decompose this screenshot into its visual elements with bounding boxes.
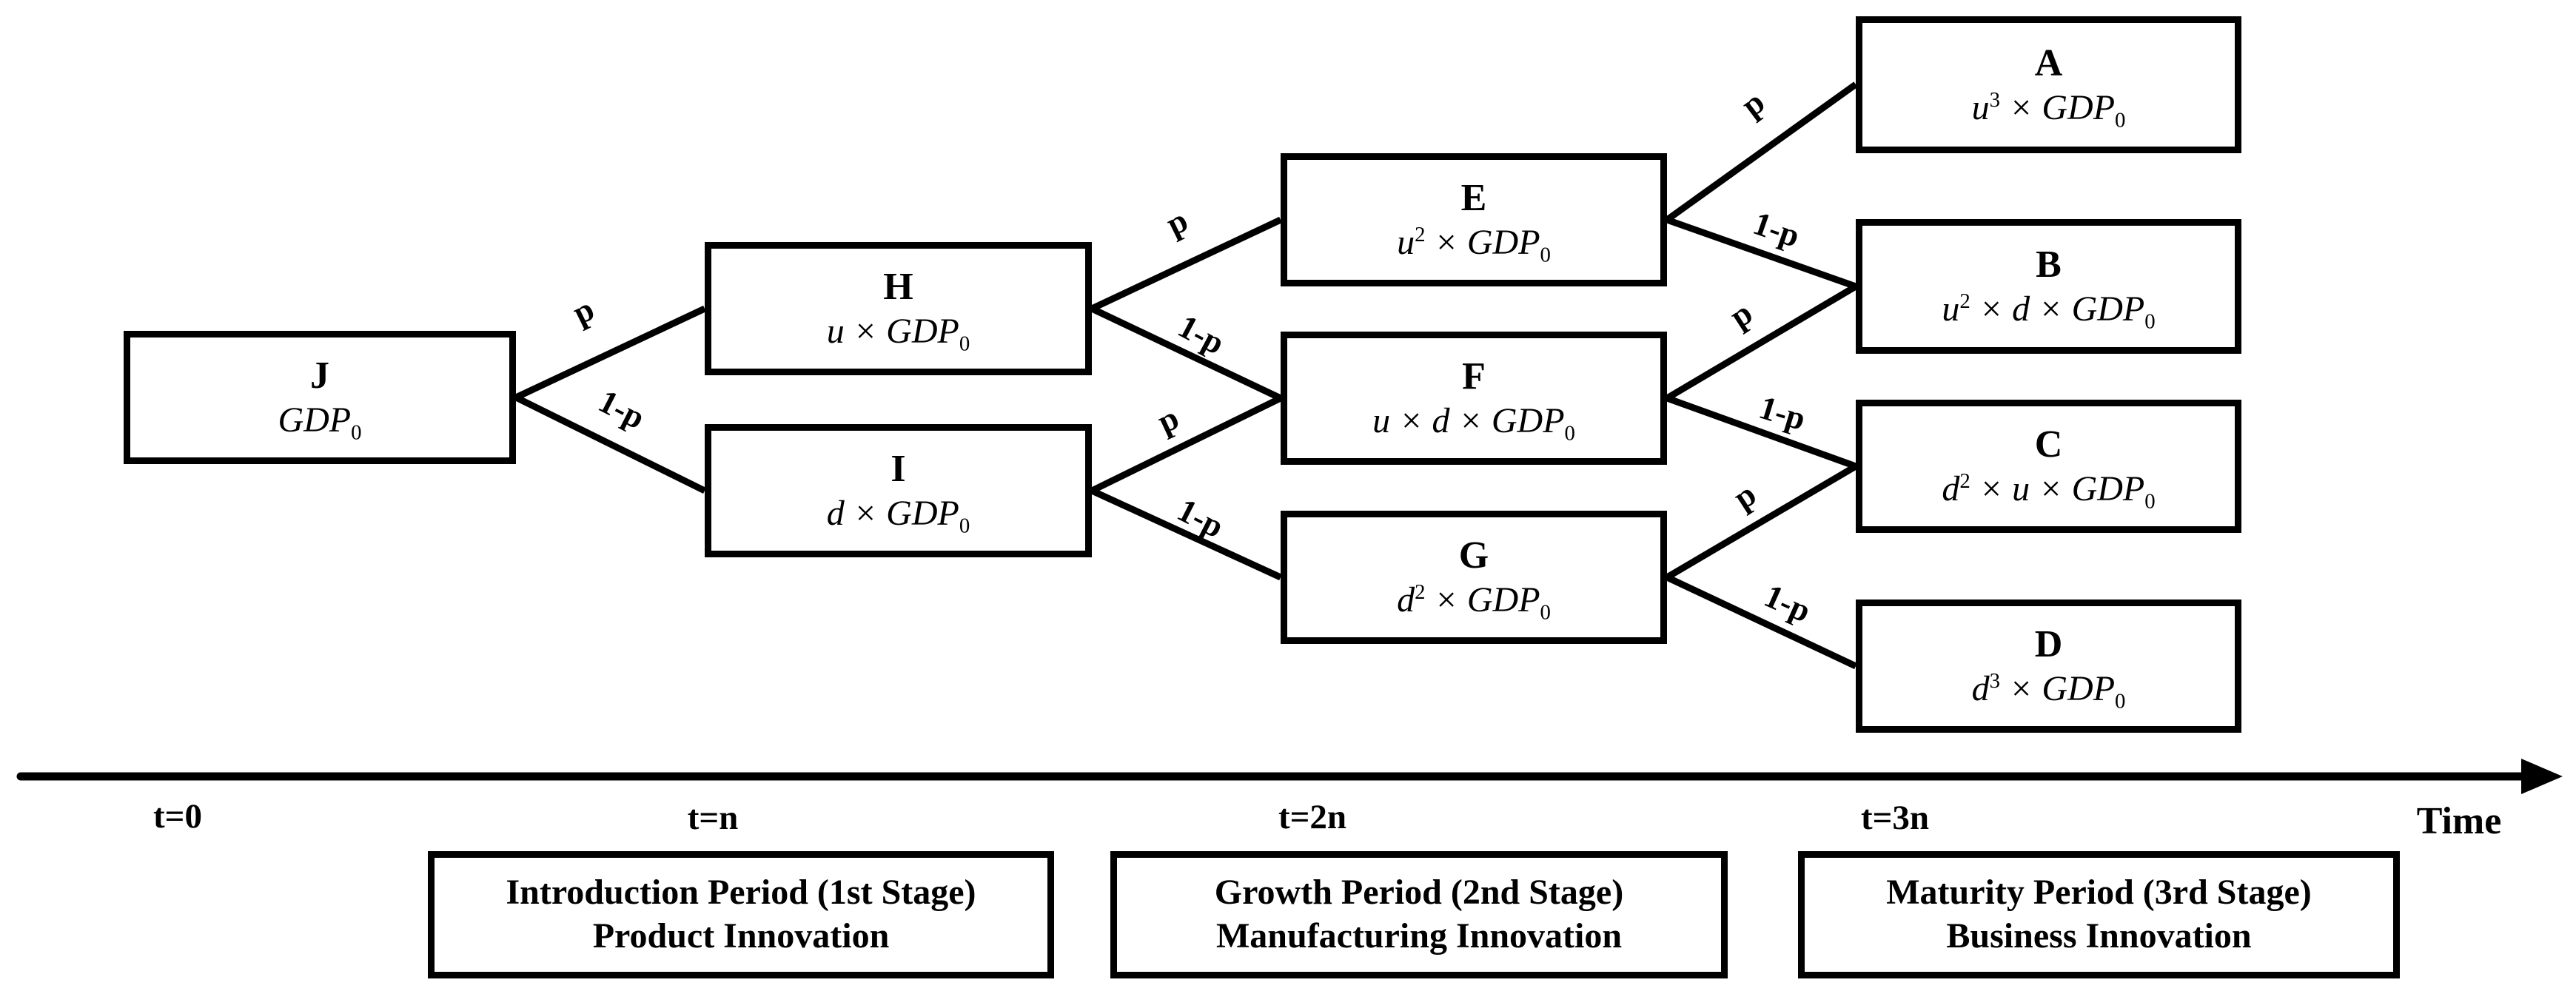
node-D-letter: D	[2034, 623, 2063, 665]
stage-box-growth-period: Growth Period (2nd Stage) Manufacturing …	[1110, 851, 1728, 978]
node-I-letter: I	[890, 448, 906, 490]
node-A-letter: A	[2034, 41, 2063, 84]
tick-t0: t=0	[153, 797, 202, 836]
edge-J-H	[514, 305, 706, 401]
stage-1-title: Introduction Period (1st Stage)	[506, 873, 976, 913]
node-J-letter: J	[310, 355, 329, 397]
node-G: G d2 × GDP0	[1281, 511, 1667, 644]
edge-H-F	[1090, 305, 1282, 402]
time-axis-arrowhead	[2521, 759, 2563, 794]
stage-2-title: Growth Period (2nd Stage)	[1214, 873, 1624, 913]
edge-label-J-H: p	[567, 290, 600, 332]
node-G-letter: G	[1458, 534, 1489, 577]
edge-G-D	[1666, 574, 1857, 670]
tick-t3n: t=3n	[1860, 799, 1930, 837]
node-F-formula: u × d × GDP0	[1372, 401, 1575, 446]
node-H: H u × GDP0	[705, 242, 1092, 375]
node-B: B u2 × d × GDP0	[1856, 219, 2241, 354]
node-C-letter: C	[2034, 423, 2063, 466]
tick-tn: t=n	[687, 799, 739, 837]
node-G-formula: d2 × GDP0	[1397, 580, 1551, 625]
stage-box-maturity-period: Maturity Period (3rd Stage) Business Inn…	[1798, 851, 2400, 978]
node-F: F u × d × GDP0	[1281, 332, 1667, 465]
edge-label-I-G: 1-p	[1172, 491, 1230, 545]
edge-F-C	[1666, 394, 1857, 470]
node-B-letter: B	[2036, 244, 2062, 286]
node-C: C d2 × u × GDP0	[1856, 400, 2241, 533]
edge-label-I-F: p	[1152, 399, 1184, 440]
stage-1-subtitle: Product Innovation	[592, 916, 890, 956]
node-D: D d3 × GDP0	[1856, 600, 2241, 733]
node-I: I d × GDP0	[705, 424, 1092, 557]
edge-label-G-C: p	[1727, 475, 1762, 517]
node-E-letter: E	[1460, 177, 1487, 219]
edge-E-A	[1665, 81, 1858, 223]
node-E-formula: u2 × GDP0	[1397, 223, 1551, 267]
edge-I-F	[1090, 394, 1282, 494]
node-C-formula: d2 × u × GDP0	[1942, 469, 2156, 514]
node-I-formula: d × GDP0	[826, 494, 970, 538]
node-A: A u3 × GDP0	[1856, 16, 2241, 153]
node-F-letter: F	[1462, 355, 1486, 397]
tick-t2n: t=2n	[1278, 798, 1347, 836]
time-axis-label: Time	[2416, 800, 2502, 842]
edge-label-E-B: 1-p	[1748, 204, 1804, 255]
edge-H-E	[1090, 216, 1282, 312]
stage-3-title: Maturity Period (3rd Stage)	[1886, 873, 2312, 913]
node-J-formula: GDP0	[278, 400, 362, 445]
stage-2-subtitle: Manufacturing Innovation	[1215, 916, 1623, 956]
node-A-formula: u3 × GDP0	[1971, 87, 2126, 132]
edge-label-F-B: p	[1723, 294, 1759, 335]
stage-box-introduction-period: Introduction Period (1st Stage) Product …	[428, 851, 1054, 978]
node-D-formula: d3 × GDP0	[1971, 669, 2126, 713]
edge-label-E-A: p	[1734, 84, 1771, 124]
node-B-formula: u2 × d × GDP0	[1942, 289, 2156, 334]
node-E: E u2 × GDP0	[1281, 153, 1667, 286]
node-H-formula: u × GDP0	[826, 312, 970, 356]
edge-F-B	[1665, 283, 1858, 401]
edge-label-H-E: p	[1161, 201, 1193, 243]
edge-G-C	[1665, 463, 1858, 580]
node-J: J GDP0	[124, 331, 516, 464]
node-H-letter: H	[883, 266, 913, 308]
edge-label-J-I: 1-p	[593, 383, 651, 437]
edge-J-I	[514, 394, 706, 494]
edge-I-G	[1090, 487, 1282, 581]
edge-E-B	[1666, 216, 1857, 290]
stage-3-subtitle: Business Innovation	[1946, 916, 2252, 956]
